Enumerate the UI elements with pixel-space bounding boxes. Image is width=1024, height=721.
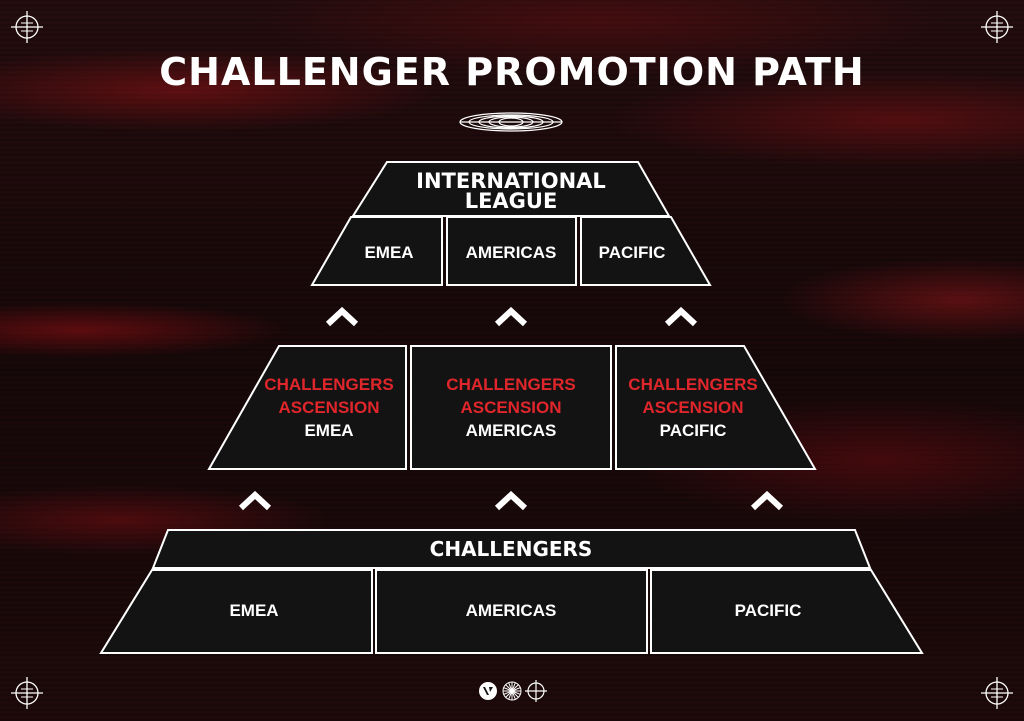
challengers-emea-label: EMEA — [229, 601, 278, 620]
ascension-americas-box — [410, 345, 612, 470]
crosshair-icon — [525, 680, 547, 702]
chevron-up-icon — [750, 490, 784, 511]
challengers-americas-label: AMERICAS — [466, 601, 557, 620]
challengers-emea-box — [99, 569, 373, 654]
ascension-americas-line2: ASCENSION — [460, 398, 561, 417]
international-pacific-label: PACIFIC — [599, 243, 666, 262]
international-americas-label: AMERICAS — [466, 243, 557, 262]
crosshair-icon — [981, 11, 1013, 43]
international-emea-label: EMEA — [364, 243, 413, 262]
ascension-pacific-region: PACIFIC — [660, 421, 727, 440]
challengers-pacific-label: PACIFIC — [735, 601, 802, 620]
ascension-emea-box — [207, 345, 407, 470]
international-pacific-box — [580, 216, 712, 286]
chevron-up-icon — [238, 490, 272, 511]
challengers-header: CHALLENGERS — [430, 537, 593, 561]
ascension-pacific-line1: CHALLENGERS — [628, 375, 757, 394]
oval-rings-icon — [459, 112, 563, 132]
international-header-line1: INTERNATIONAL — [416, 169, 606, 193]
crosshair-icon — [11, 677, 43, 709]
chevron-up-icon — [494, 306, 528, 327]
ascension-pacific-box — [615, 345, 817, 470]
page-title: CHALLENGER PROMOTION PATH — [159, 50, 865, 94]
international-americas-box — [446, 216, 577, 286]
sunburst-icon — [502, 681, 522, 701]
ascension-americas-line1: CHALLENGERS — [446, 375, 575, 394]
chevron-up-icon — [494, 490, 528, 511]
ascension-americas-region: AMERICAS — [466, 421, 557, 440]
challengers-pacific-box — [650, 569, 924, 654]
ascension-pacific-line2: ASCENSION — [642, 398, 743, 417]
international-header-line2: LEAGUE — [465, 189, 558, 213]
international-emea-box — [310, 216, 443, 286]
ascension-emea-line2: ASCENSION — [278, 398, 379, 417]
ascension-emea-region: EMEA — [304, 421, 353, 440]
ascension-emea-line1: CHALLENGERS — [264, 375, 393, 394]
challengers-americas-box — [375, 569, 648, 654]
challengers-header-box — [151, 529, 872, 569]
chevron-up-icon — [325, 306, 359, 327]
crosshair-icon — [11, 11, 43, 43]
valorant-logo-icon — [479, 682, 497, 700]
crosshair-icon — [981, 677, 1013, 709]
chevron-up-icon — [664, 306, 698, 327]
